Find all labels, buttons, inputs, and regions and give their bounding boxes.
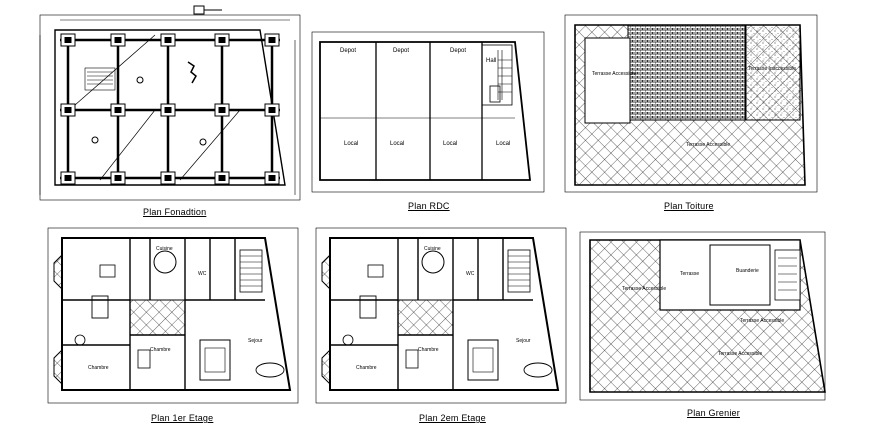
- title-plan-rdc: Plan RDC: [408, 201, 450, 211]
- rdc-label-depot-2: Depot: [393, 48, 409, 54]
- etage-room-label-chambre: Chambre: [418, 347, 439, 353]
- rdc-label-local-2: Local: [390, 141, 404, 147]
- plan-toiture: Terrasse Accessible Terrasse Inaccessibl…: [564, 14, 818, 193]
- title-plan-2em-etage: Plan 2em Etage: [419, 413, 486, 423]
- toiture-roof-tiles: [627, 24, 747, 121]
- etage-room-label-chambre: Chambre: [150, 347, 171, 353]
- toiture-label-accessible-2: Terrasse Accessible: [686, 142, 730, 148]
- plan-fondation: [39, 5, 301, 201]
- grenier-label-buanderie: Buanderie: [736, 268, 759, 274]
- rdc-label-local-1: Local: [344, 141, 358, 147]
- title-plan-fondation: Plan Fonadtion: [143, 207, 207, 217]
- etage-room-label-wc: WC: [466, 271, 475, 277]
- toiture-label-inaccessible: Terrasse Inaccessible: [748, 66, 796, 72]
- grenier-label-accessible-2: Terrasse Accessible: [718, 351, 762, 357]
- etage-room-label-chambre: Chambre: [88, 365, 109, 371]
- rdc-label-local-3: Local: [443, 141, 457, 147]
- fondation-outline: [54, 29, 286, 186]
- etage-room-label-cuisine: Cuisine: [156, 246, 173, 252]
- rdc-label-depot-3: Depot: [450, 48, 466, 54]
- title-plan-1er-etage: Plan 1er Etage: [151, 413, 214, 423]
- rdc-label-depot-1: Depot: [340, 48, 356, 54]
- rdc-outline: [319, 41, 532, 181]
- title-plan-grenier: Plan Grenier: [687, 408, 740, 418]
- grenier-label-accessible-3: Terrasse Accessible: [740, 318, 784, 324]
- rdc-label-hall: Hall: [486, 58, 496, 64]
- etage-room-label-sejour: Sejour: [248, 338, 263, 344]
- etage-room-label-wc: WC: [198, 271, 207, 277]
- toiture-gravel: [744, 24, 801, 121]
- toiture-label-accessible: Terrasse Accessible: [592, 71, 636, 77]
- plan-grenier: Buanderie Terrasse Terrasse Accessible T…: [579, 231, 826, 401]
- rdc-label-local-4: Local: [496, 141, 510, 147]
- plan-rdc: Depot Depot Depot Hall Local Local Local…: [311, 31, 545, 193]
- etage-room-label-sejour: Sejour: [516, 338, 531, 344]
- grenier-label-terrasse-1: Terrasse: [680, 271, 699, 277]
- grenier-label-accessible-1: Terrasse Accessible: [622, 286, 666, 292]
- etage-room-label-chambre: Chambre: [356, 365, 377, 371]
- etage-room-label-cuisine: Cuisine: [424, 246, 441, 252]
- title-plan-toiture: Plan Toiture: [664, 201, 714, 211]
